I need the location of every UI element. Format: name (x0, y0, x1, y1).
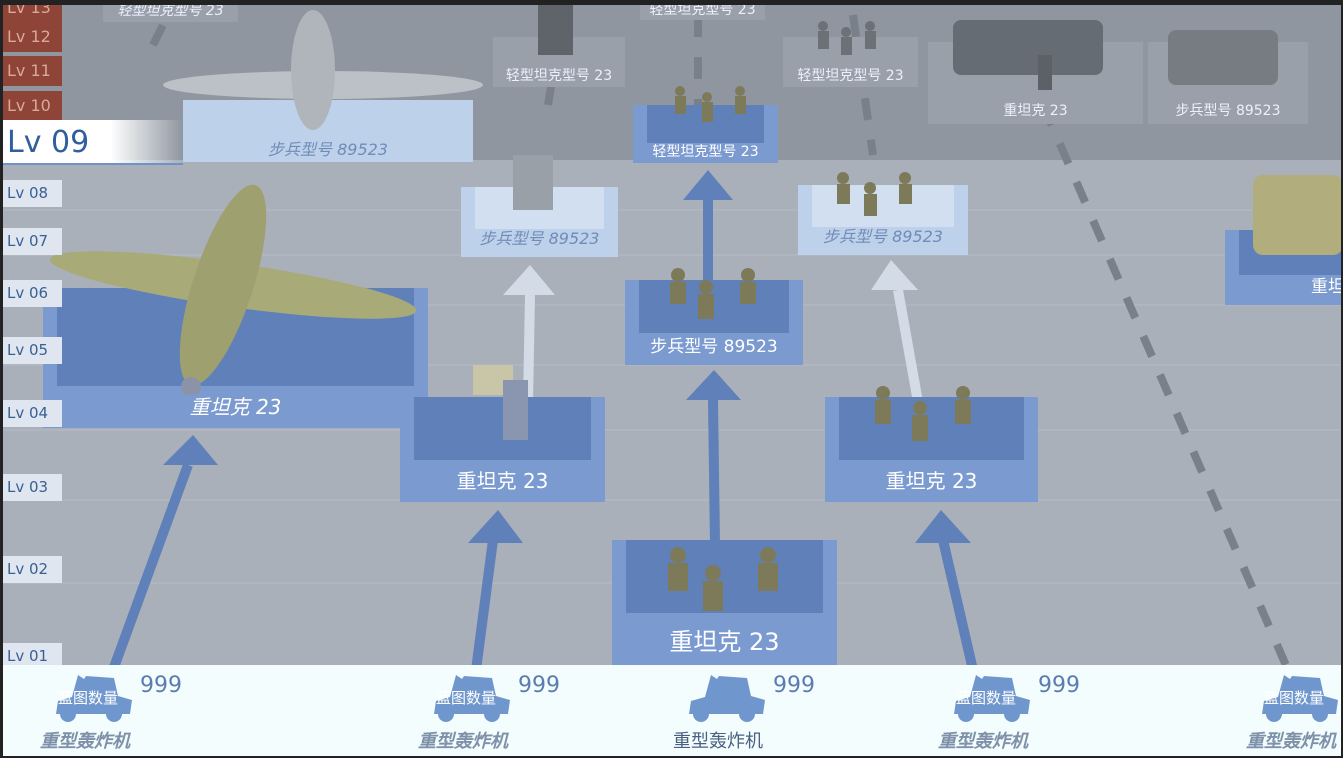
infantry-squad-model[interactable] (653, 545, 793, 615)
heavy-tank-model[interactable] (943, 5, 1113, 95)
level-label-03: Lv 03 (3, 474, 62, 501)
level-label-04: Lv 04 (3, 400, 62, 427)
level-label-11: Lv 11 (3, 56, 62, 86)
level-label-08: Lv 08 (3, 180, 62, 207)
infantry-squad-model-grey[interactable] (808, 20, 888, 60)
artillery-model-top[interactable] (533, 5, 583, 60)
upgrade-arrows (108, 170, 978, 672)
vehicle-icon (689, 675, 765, 722)
level-label-06: Lv 06 (3, 280, 62, 307)
level-label-12: Lv 12 (3, 22, 62, 52)
tile-infantry-lv07-b[interactable]: 步兵型号 89523 (798, 185, 968, 255)
tile-heavy-tank-lv03-a[interactable]: 重坦克 23 (400, 397, 605, 502)
vehicle-icon (1262, 675, 1338, 722)
tile-upper-1[interactable]: 轻型坦克型号 23 (103, 5, 238, 22)
vehicle-icon (56, 675, 132, 722)
artillery-model[interactable] (468, 360, 548, 450)
infantry-squad-model[interactable] (825, 170, 925, 220)
level-label-05: Lv 05 (3, 337, 62, 364)
vehicle-icon (434, 675, 510, 722)
tile-heavy-tank-lv03-b[interactable]: 重坦克 23 (825, 397, 1038, 502)
infantry-squad-model[interactable] (665, 83, 755, 128)
tile-upper-7[interactable]: 轻型坦克型号 23 (633, 105, 778, 163)
tile-upper-2[interactable]: 轻型坦克型号 23 (493, 37, 625, 87)
infantry-squad-model[interactable] (658, 265, 768, 325)
camo-tank-model[interactable] (1248, 155, 1341, 270)
tile-upper-3[interactable]: 轻型坦克型号 23 (640, 5, 765, 20)
tile-heavy-tank-lv01[interactable]: 重坦克 23 (612, 540, 837, 665)
current-level-label: Lv 09 (3, 120, 183, 165)
infantry-squad-model[interactable] (858, 383, 988, 448)
vehicle-icon (954, 675, 1030, 722)
bomber-plane-model[interactable] (43, 155, 433, 397)
level-label-10: Lv 10 (3, 91, 62, 121)
level-label-13: Lv 13 (3, 5, 62, 23)
tile-upper-4[interactable]: 轻型坦克型号 23 (783, 37, 918, 87)
tile-upper-8[interactable]: 步兵型号 89523 (183, 100, 473, 162)
level-label-07: Lv 07 (3, 228, 62, 255)
grey-bomber-plane-model[interactable] (163, 10, 483, 140)
artillery-model-grey[interactable] (508, 150, 563, 220)
upgrade-tree-board: 轻型坦克型号 23 轻型坦克型号 23 轻型坦克型号 23 轻型坦克型号 23 … (3, 5, 1341, 756)
tank-model[interactable] (1163, 5, 1288, 100)
level-label-02: Lv 02 (3, 556, 62, 583)
